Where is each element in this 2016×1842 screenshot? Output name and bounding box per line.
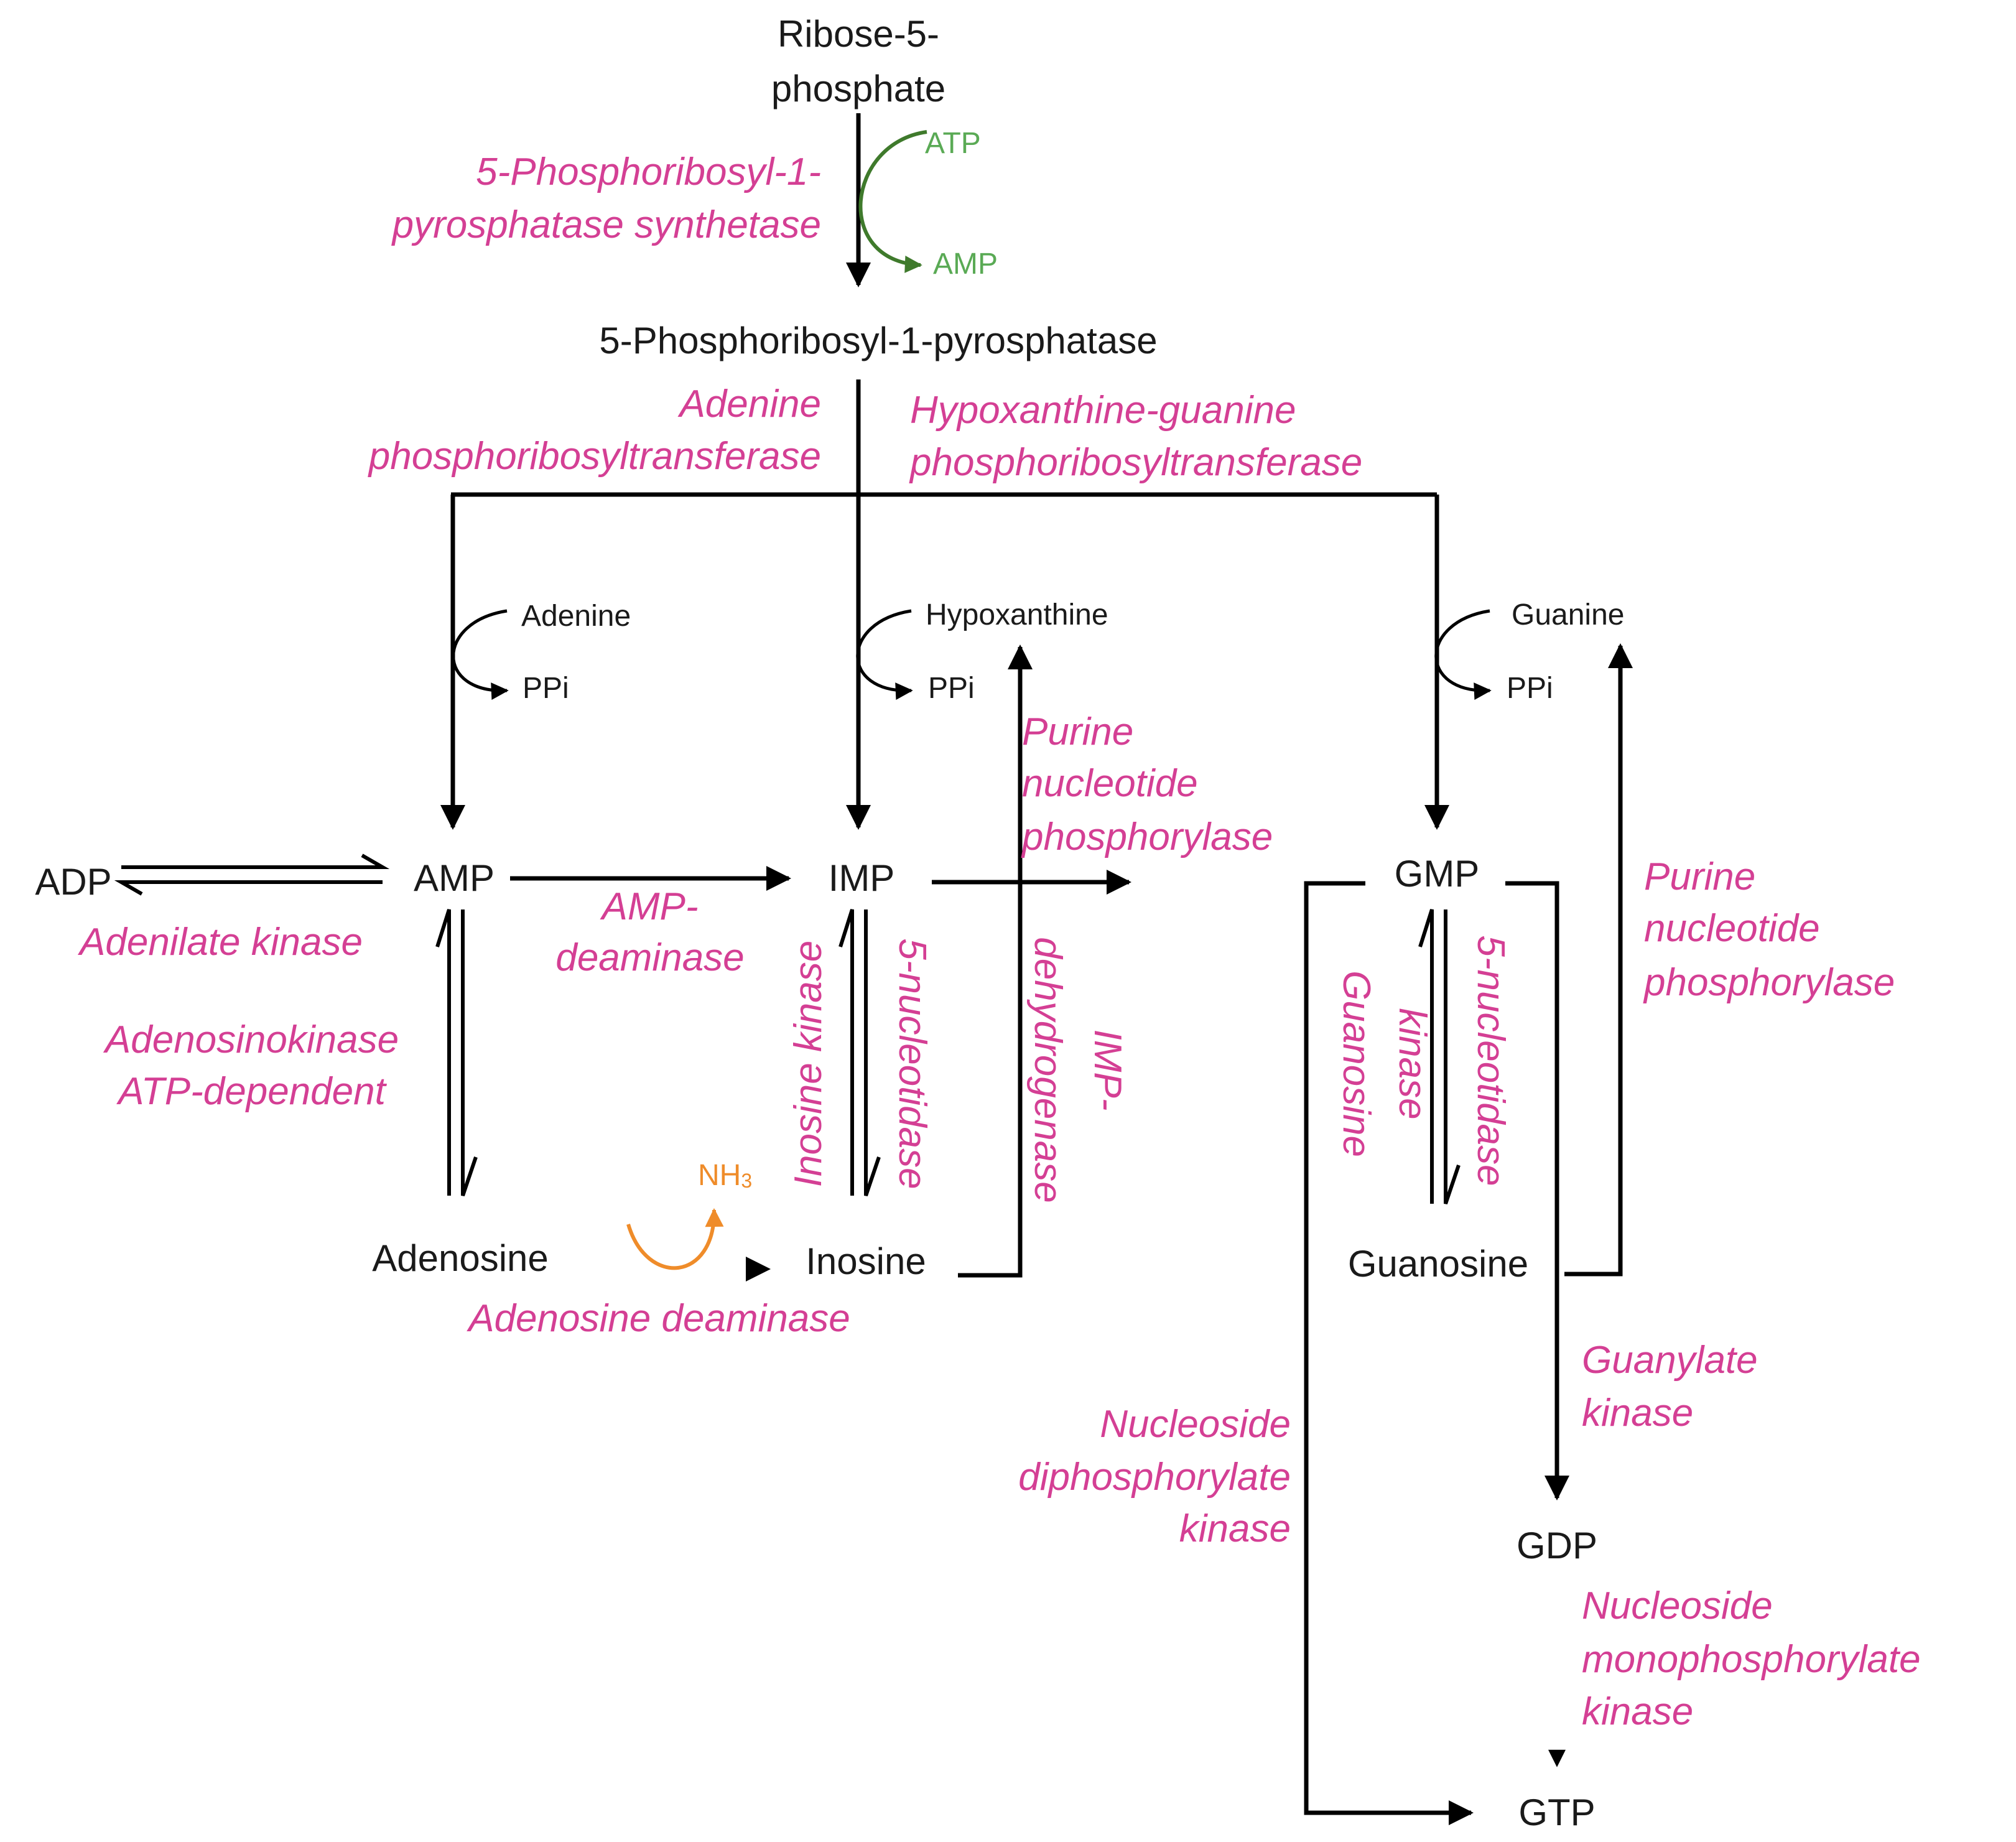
equilibrium-amp-to-adp bbox=[114, 880, 383, 896]
enzyme-adenosinokinase-line2: ATP-dependent bbox=[116, 1070, 387, 1113]
arrows bbox=[114, 113, 1633, 1825]
enzyme-ndp-kinase-line1: Nucleoside bbox=[1100, 1403, 1291, 1446]
ribose-5-phosphate-line2: phosphate bbox=[771, 68, 945, 109]
enzyme-hgprt-line2: phosphoribosyltransferase bbox=[909, 441, 1362, 484]
ppi-cofactor-guanine: PPi bbox=[1507, 672, 1553, 705]
equilibrium-imp-to-inosine bbox=[864, 909, 881, 1196]
enzyme-5-nucleotidase-gmp: 5-nucleotidase bbox=[1469, 935, 1512, 1186]
enzyme-guanosine-kinase-line1: Guanosine bbox=[1335, 970, 1378, 1157]
prpp-label: 5-Phosphoribosyl-1-pyrosphatase bbox=[599, 320, 1157, 361]
adp-label: ADP bbox=[35, 861, 111, 903]
amp-label: AMP bbox=[414, 857, 495, 899]
enzyme-nmp-kinase-line1: Nucleoside bbox=[1582, 1584, 1773, 1627]
enzyme-labels: 5-Phosphoribosyl-1- pyrosphatase synthet… bbox=[77, 151, 1921, 1733]
guanine-cofactor: Guanine bbox=[1512, 598, 1624, 631]
guanine-ppi-curve bbox=[1434, 609, 1492, 700]
gdp-label: GDP bbox=[1517, 1525, 1597, 1566]
enzyme-guanylate-kinase-line2: kinase bbox=[1582, 1392, 1693, 1435]
amp-cofactor: AMP bbox=[933, 248, 998, 281]
ribose-5-phosphate-line1: Ribose-5- bbox=[778, 13, 939, 55]
ppi-cofactor-hypoxanthine: PPi bbox=[928, 672, 975, 705]
enzyme-guanosine-kinase-line2: kinase bbox=[1391, 1008, 1434, 1119]
enzyme-prpp-synthetase-line1: 5-Phosphoribosyl-1- bbox=[476, 151, 821, 193]
enzyme-pnp-imp-line1: Purine bbox=[1022, 710, 1133, 753]
adenine-cofactor: Adenine bbox=[521, 600, 631, 633]
enzyme-ndp-kinase-line3: kinase bbox=[1179, 1507, 1291, 1550]
enzyme-inosine-kinase: Inosine kinase bbox=[787, 941, 830, 1187]
enzyme-pnp-gmp-line3: phosphorylase bbox=[1643, 961, 1895, 1004]
enzyme-adenosine-deaminase: Adenosine deaminase bbox=[466, 1297, 850, 1340]
enzyme-adenosinokinase-line1: Adenosinokinase bbox=[103, 1018, 399, 1061]
enzyme-pnp-imp-line2: nucleotide bbox=[1022, 762, 1198, 805]
atp-consumption-curve bbox=[858, 130, 927, 273]
arrow-gmp-to-gtp bbox=[1304, 881, 1474, 1825]
hypoxanthine-ppi-curve bbox=[856, 609, 913, 700]
hypoxanthine-cofactor: Hypoxanthine bbox=[926, 598, 1108, 631]
nh3-release-curve bbox=[626, 1208, 724, 1270]
equilibrium-adp-to-amp bbox=[121, 854, 390, 869]
imp-label: IMP bbox=[829, 857, 895, 899]
enzyme-nmp-kinase-line3: kinase bbox=[1582, 1690, 1693, 1733]
ppi-cofactor-adenine: PPi bbox=[523, 672, 569, 705]
enzyme-pnp-gmp-line1: Purine bbox=[1644, 855, 1755, 898]
enzyme-prpp-synthetase-line2: pyrosphatase synthetase bbox=[391, 203, 821, 246]
enzyme-imp-dehydrogenase-line1: IMP- bbox=[1086, 1030, 1129, 1111]
arrow-guanosine-to-guanine bbox=[1564, 643, 1633, 1277]
metabolite-labels: Ribose-5- phosphate 5-Phosphoribosyl-1-p… bbox=[35, 13, 1597, 1833]
enzyme-pnp-imp-line3: phosphorylase bbox=[1021, 816, 1273, 858]
enzyme-imp-dehydrogenase-line2: dehydrogenase bbox=[1026, 937, 1069, 1202]
equilibrium-guanosine-to-gmp bbox=[1418, 909, 1434, 1204]
equilibrium-inosine-to-imp bbox=[838, 909, 854, 1196]
enzyme-nmp-kinase-line2: monophosphorylate bbox=[1582, 1638, 1921, 1681]
enzyme-aprt-line1: Adenine bbox=[677, 383, 821, 426]
adenosine-label: Adenosine bbox=[372, 1237, 549, 1279]
equilibrium-adenosine-to-amp bbox=[435, 909, 451, 1196]
guanosine-label: Guanosine bbox=[1348, 1243, 1528, 1285]
equilibrium-gmp-to-guanosine bbox=[1444, 909, 1461, 1204]
enzyme-amp-deaminase-line1: AMP- bbox=[600, 885, 699, 928]
enzyme-aprt-line2: phosphoribosyltransferase bbox=[368, 435, 821, 478]
enzyme-5-nucleotidase-imp: 5-nucleotidase bbox=[891, 938, 934, 1189]
adenine-ppi-curve bbox=[452, 609, 509, 700]
equilibrium-amp-to-adenosine bbox=[461, 909, 478, 1196]
enzyme-guanylate-kinase-line1: Guanylate bbox=[1582, 1339, 1758, 1382]
inosine-label: Inosine bbox=[806, 1240, 926, 1282]
cofactor-labels: ATP AMP Adenine PPi Hypoxanthine PPi Gua… bbox=[521, 127, 1624, 1192]
enzyme-pnp-gmp-line2: nucleotide bbox=[1644, 907, 1820, 950]
enzyme-ndp-kinase-line2: diphosphorylate bbox=[1018, 1456, 1291, 1499]
atp-cofactor: ATP bbox=[925, 127, 981, 160]
arrow-gmp-to-gdp bbox=[1505, 881, 1569, 1500]
gtp-label: GTP bbox=[1518, 1792, 1595, 1833]
arrow-inosine-to-hypoxanthine bbox=[958, 644, 1033, 1278]
enzyme-amp-deaminase-line2: deaminase bbox=[555, 936, 744, 979]
enzyme-adenilate-kinase: Adenilate kinase bbox=[77, 921, 363, 964]
gmp-label: GMP bbox=[1395, 853, 1480, 895]
enzyme-hgprt-line1: Hypoxanthine-guanine bbox=[910, 389, 1296, 432]
nh3-cofactor: NH3 bbox=[698, 1159, 752, 1192]
